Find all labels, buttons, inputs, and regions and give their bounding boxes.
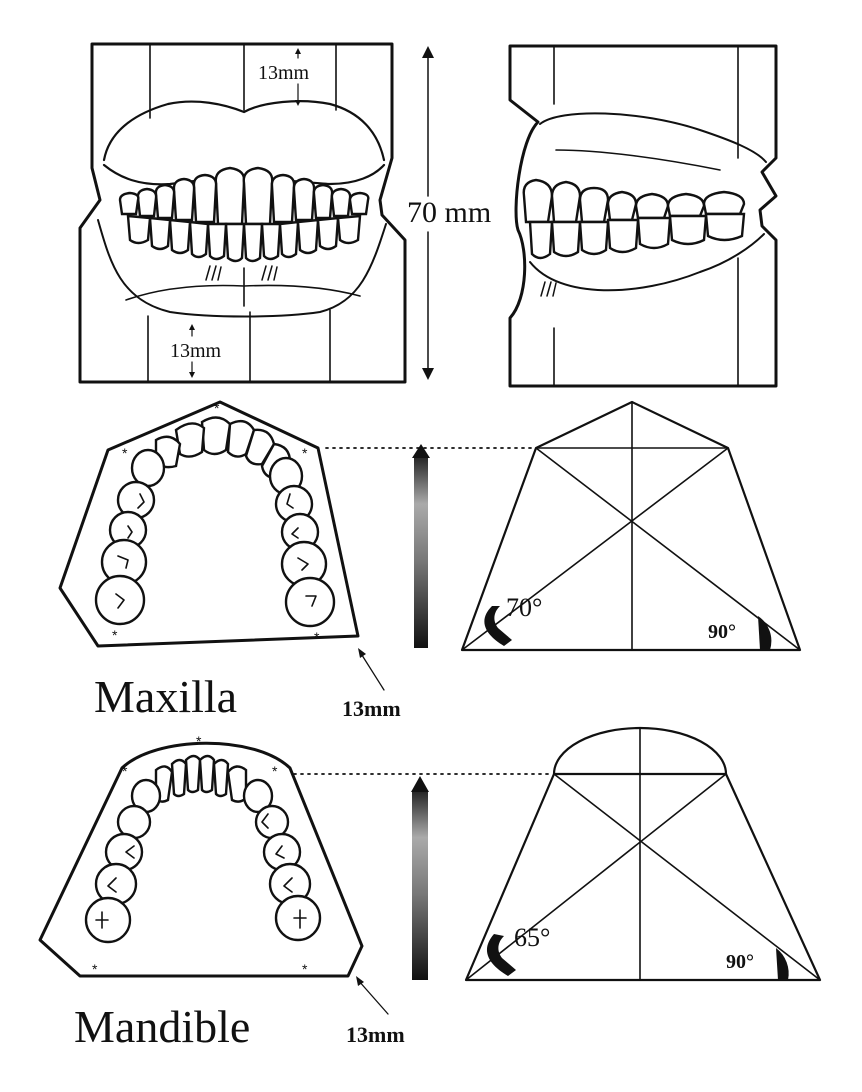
maxilla-pointer xyxy=(358,648,385,691)
front-lower-teeth xyxy=(126,214,362,263)
maxilla-landmark-incisal: * xyxy=(214,400,220,416)
front-top-base-label: 13mm xyxy=(258,62,310,84)
front-bottom-base-label: 13mm xyxy=(170,340,222,362)
mandible-shaded-bar xyxy=(412,790,428,980)
side-view-model xyxy=(508,44,778,388)
mandible-pointer xyxy=(356,976,389,1015)
mandible-angle-label: 65° xyxy=(514,923,550,952)
mandible-landmark-molar-right: * xyxy=(92,961,98,977)
maxilla-bar-arrowhead xyxy=(412,444,430,458)
mandible-landmark-canine-right: * xyxy=(122,763,128,779)
maxilla-arch-teeth xyxy=(94,416,336,628)
maxilla-right-angle-label: 90° xyxy=(708,621,736,643)
mandible-base-label: 13mm xyxy=(346,1022,405,1047)
maxilla-landmark-canine-left: * xyxy=(302,445,308,461)
maxilla-landmark-molar-right: * xyxy=(112,627,118,643)
mandible-bar-arrowhead xyxy=(411,776,429,792)
mandible-right-angle-label: 90° xyxy=(726,951,754,973)
maxilla-landmark-canine-right: * xyxy=(122,445,128,461)
mandible-occlusal-view: * * * * * xyxy=(38,733,364,978)
side-upper-teeth xyxy=(522,178,746,224)
maxilla-angle-label: 70° xyxy=(506,593,542,622)
maxilla-label: Maxilla xyxy=(94,671,237,722)
maxilla-shaded-bar xyxy=(414,456,428,648)
maxilla-landmark-molar-left: * xyxy=(314,629,320,645)
maxilla-occlusal-view: * * * * * xyxy=(58,400,360,648)
front-upper-teeth xyxy=(118,166,370,226)
mandible-landmark-incisal: * xyxy=(196,733,202,749)
maxilla-base-label: 13mm xyxy=(342,696,401,721)
height-dimension: 70 mm xyxy=(407,46,491,380)
mandible-arch-teeth xyxy=(84,754,322,944)
mandible-landmark-canine-left: * xyxy=(272,763,278,779)
maxilla-construction xyxy=(460,400,802,652)
front-view-model: 13mm 13mm xyxy=(78,42,407,384)
side-lower-teeth xyxy=(528,212,746,260)
mandible-construction xyxy=(464,726,822,982)
mandible-landmark-molar-left: * xyxy=(302,961,308,977)
height-label: 70 mm xyxy=(407,196,491,229)
mandible-label: Mandible xyxy=(74,1001,250,1052)
